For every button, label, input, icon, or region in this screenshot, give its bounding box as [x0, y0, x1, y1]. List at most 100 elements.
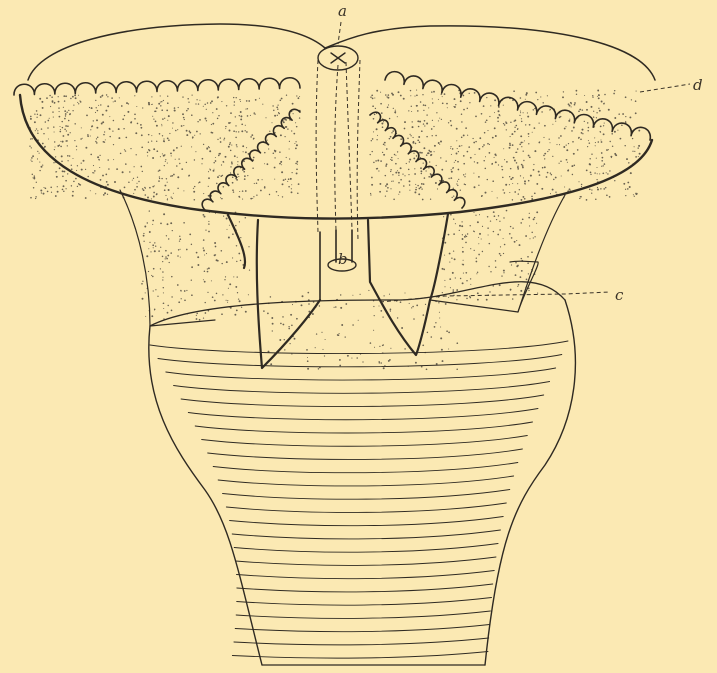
stipple-dot [448, 234, 450, 236]
stipple-dot [63, 190, 65, 192]
stipple-dot [602, 157, 604, 159]
stipple-dot [205, 229, 206, 230]
stipple-dot [251, 134, 253, 136]
stipple-dot [158, 250, 160, 252]
stipple-dot [520, 97, 522, 99]
stipple-dot [198, 182, 199, 183]
stipple-dot [148, 142, 149, 143]
stipple-dot [382, 316, 383, 317]
stipple-dot [296, 161, 298, 163]
stipple-dot [194, 199, 196, 201]
stipple-dot [103, 134, 105, 136]
stipple-dot [511, 133, 513, 135]
stipple-dot [534, 236, 535, 237]
stipple-dot [140, 127, 142, 129]
stipple-dot [415, 184, 416, 185]
stipple-dot [163, 308, 164, 309]
stipple-dot [512, 177, 514, 179]
stipple-dot [503, 123, 504, 124]
stipple-dot [292, 304, 293, 305]
stipple-dot [532, 132, 533, 133]
stipple-dot [163, 287, 164, 288]
stipple-dot [151, 198, 152, 199]
stipple-dot [522, 196, 524, 198]
stipple-dot [599, 173, 600, 174]
stipple-dot [95, 141, 97, 143]
stipple-dot [420, 167, 422, 169]
stipple-dot [439, 144, 440, 145]
stipple-dot [403, 185, 405, 187]
stipple-dot [156, 107, 158, 109]
stipple-dot [41, 166, 43, 168]
stipple-dot [473, 142, 475, 144]
stipple-dot [319, 305, 320, 306]
stipple-dot [211, 124, 212, 125]
stipple-dot [60, 146, 62, 148]
stipple-dot [53, 117, 54, 118]
stipple-dot [152, 276, 154, 278]
stipple-dot [595, 199, 597, 201]
stipple-dot [542, 167, 544, 169]
stipple-dot [523, 151, 524, 152]
stipple-dot [253, 196, 254, 197]
stipple-dot [59, 111, 60, 112]
stipple-dot [569, 105, 571, 107]
stipple-dot [161, 124, 162, 125]
stipple-dot [474, 154, 475, 155]
stipple-dot [352, 324, 354, 326]
stipple-dot [39, 98, 41, 100]
stipple-dot [441, 169, 443, 171]
stipple-dot [379, 183, 381, 185]
stipple-dot [119, 97, 120, 98]
stipple-dot [504, 159, 505, 160]
stipple-dot [453, 233, 455, 235]
stipple-dot [419, 141, 421, 143]
stipple-dot [524, 198, 526, 200]
stipple-dot [142, 281, 143, 282]
stipple-dot [205, 302, 206, 303]
stipple-dot [162, 271, 164, 273]
stipple-dot [34, 175, 35, 176]
stipple-dot [515, 274, 517, 276]
stipple-dot [474, 92, 476, 94]
stipple-dot [388, 94, 390, 96]
stipple-dot [76, 170, 77, 171]
stipple-dot [151, 315, 153, 317]
stipple-dot [397, 151, 398, 152]
stipple-dot [290, 314, 292, 316]
stipple-dot [395, 172, 397, 174]
stalk-ring [202, 436, 528, 447]
stipple-dot [291, 325, 293, 327]
stipple-dot [153, 118, 154, 119]
stipple-dot [186, 162, 187, 163]
stipple-dot [189, 132, 191, 134]
stipple-dot [478, 185, 479, 186]
stipple-dot [291, 188, 292, 189]
stipple-dot [444, 255, 445, 256]
stipple-dot [152, 220, 154, 222]
stipple-dot [72, 96, 74, 98]
stipple-dot [416, 94, 418, 96]
stipple-dot [406, 163, 407, 164]
stipple-dot [285, 126, 287, 128]
stipple-dot [413, 153, 414, 154]
stipple-dot [151, 275, 152, 276]
stipple-dot [280, 323, 282, 325]
stipple-dot [239, 191, 240, 192]
stipple-dot [491, 163, 493, 165]
stipple-dot [452, 272, 454, 274]
stipple-dot [487, 227, 489, 229]
stipple-dot [239, 99, 240, 100]
stipple-dot [584, 121, 585, 122]
stipple-dot [90, 154, 92, 156]
stipple-dot [172, 122, 173, 123]
stipple-dot [162, 118, 164, 120]
stipple-dot [287, 128, 288, 129]
stipple-dot [444, 286, 445, 287]
stipple-dot [380, 310, 382, 312]
stipple-dot [149, 210, 150, 211]
stipple-dot [134, 118, 136, 120]
stipple-dot [232, 182, 234, 184]
stipple-dot [285, 179, 286, 180]
stipple-dot [414, 191, 416, 193]
